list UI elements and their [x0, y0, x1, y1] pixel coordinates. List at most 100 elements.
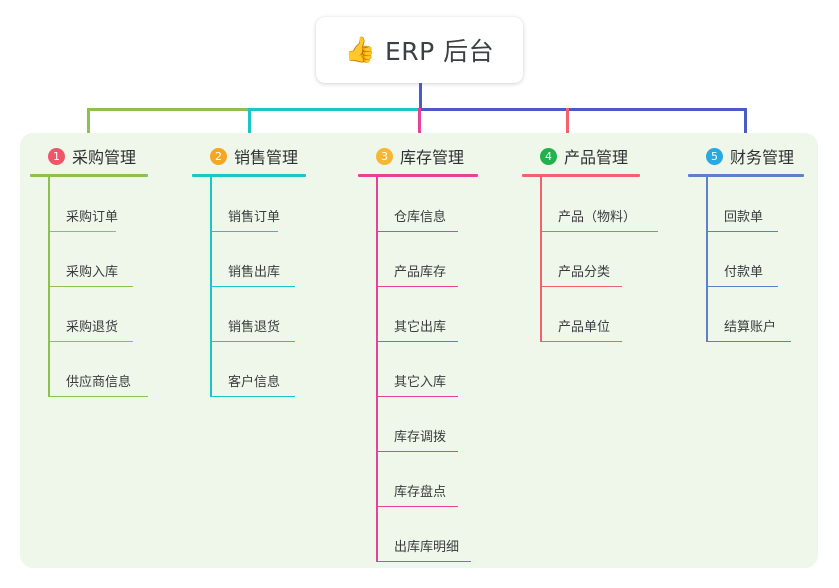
list-item-rule: [376, 450, 458, 452]
column-header-rule-1: [30, 174, 148, 177]
list-item[interactable]: 仓库信息: [358, 177, 478, 232]
list-item-label: 产品库存: [394, 265, 447, 280]
column-header-3[interactable]: 3 库存管理: [358, 143, 478, 169]
connector-stem-2: [248, 108, 251, 142]
connector-stem-5: [744, 108, 747, 142]
column-5: 5 财务管理回款单付款单结算账户: [688, 143, 804, 342]
list-item[interactable]: 销售出库: [192, 232, 306, 287]
list-item-rule: [376, 505, 458, 507]
list-item-label: 产品单位: [558, 320, 611, 335]
connector-trunk-vertical: [419, 83, 422, 111]
list-item[interactable]: 产品库存: [358, 232, 478, 287]
root-node-title: ERP 后台: [384, 37, 495, 66]
list-item[interactable]: 回款单: [688, 177, 804, 232]
content-panel: [20, 133, 818, 568]
list-item-label: 付款单: [724, 265, 764, 280]
column-spine-5: [706, 177, 708, 342]
list-item[interactable]: 采购订单: [30, 177, 148, 232]
list-item[interactable]: 销售退货: [192, 287, 306, 342]
list-item-rule: [376, 230, 458, 232]
list-item[interactable]: 付款单: [688, 232, 804, 287]
column-title-5: 财务管理: [730, 148, 795, 167]
list-item-rule: [376, 285, 458, 287]
list-item-label: 产品（物料）: [558, 210, 637, 225]
list-item[interactable]: 客户信息: [192, 342, 306, 397]
column-items-1: 采购订单采购入库采购退货供应商信息: [30, 177, 148, 397]
column-header-1[interactable]: 1 采购管理: [30, 143, 148, 169]
column-header-rule-5: [688, 174, 804, 177]
list-item-rule: [210, 285, 295, 287]
list-item-rule: [48, 285, 133, 287]
column-badge-icon-1: 1: [48, 147, 65, 165]
column-items-5: 回款单付款单结算账户: [688, 177, 804, 342]
thumbs-up-emoji: 👍: [344, 35, 376, 64]
connector-stem-1: [87, 108, 90, 142]
list-item-label: 仓库信息: [394, 210, 447, 225]
list-item-rule: [540, 230, 658, 232]
column-title-2: 销售管理: [234, 148, 299, 167]
list-item-rule: [48, 340, 133, 342]
list-item-rule: [706, 230, 778, 232]
list-item-rule: [706, 340, 791, 342]
list-item-rule: [706, 285, 778, 287]
column-header-5[interactable]: 5 财务管理: [688, 143, 804, 169]
list-item[interactable]: 结算账户: [688, 287, 804, 342]
column-title-3: 库存管理: [400, 148, 465, 167]
list-item-label: 销售出库: [228, 265, 281, 280]
list-item-rule: [376, 395, 458, 397]
list-item[interactable]: 产品分类: [522, 232, 640, 287]
list-item-label: 产品分类: [558, 265, 611, 280]
column-spine-2: [210, 177, 212, 397]
list-item-label: 其它入库: [394, 375, 447, 390]
list-item-rule: [210, 340, 295, 342]
list-item-label: 库存调拨: [394, 430, 447, 445]
list-item[interactable]: 其它入库: [358, 342, 478, 397]
list-item-label: 供应商信息: [66, 375, 132, 390]
list-item-rule: [210, 230, 278, 232]
list-item-rule: [210, 395, 295, 397]
column-items-3: 仓库信息产品库存其它出库其它入库库存调拨库存盘点出库库明细: [358, 177, 478, 562]
list-item-label: 其它出库: [394, 320, 447, 335]
list-item-label: 结算账户: [724, 320, 777, 335]
column-title-4: 产品管理: [564, 148, 629, 167]
list-item[interactable]: 采购退货: [30, 287, 148, 342]
list-item-label: 采购订单: [66, 210, 119, 225]
column-items-4: 产品（物料） 产品分类产品单位: [522, 177, 658, 342]
list-item-rule: [48, 230, 116, 232]
list-item-label: 回款单: [724, 210, 764, 225]
list-item[interactable]: 产品（物料）: [522, 177, 658, 232]
list-item-label: 采购入库: [66, 265, 119, 280]
list-item[interactable]: 采购入库: [30, 232, 148, 287]
list-item[interactable]: 出库库明细: [358, 507, 478, 562]
column-title-1: 采购管理: [72, 148, 137, 167]
list-item[interactable]: 库存调拨: [358, 397, 478, 452]
column-spine-4: [540, 177, 542, 342]
column-items-2: 销售订单销售出库销售退货客户信息: [192, 177, 306, 397]
column-spine-3: [376, 177, 378, 562]
list-item-label: 客户信息: [228, 375, 281, 390]
root-node-card[interactable]: 👍 ERP 后台: [316, 17, 523, 83]
list-item-label: 库存盘点: [394, 485, 447, 500]
column-header-rule-3: [358, 174, 478, 177]
connector-bus-green: [87, 108, 250, 111]
connector-bus-blue: [419, 108, 747, 111]
list-item-rule: [376, 560, 471, 562]
list-item-rule: [376, 340, 458, 342]
column-badge-icon-3: 3: [376, 147, 393, 165]
column-3: 3 库存管理仓库信息产品库存其它出库其它入库库存调拨库存盘点出库库明细: [358, 143, 478, 562]
list-item-label: 出库库明细: [394, 540, 460, 555]
list-item[interactable]: 库存盘点: [358, 452, 478, 507]
connector-stem-3: [418, 108, 421, 142]
list-item-rule: [48, 395, 148, 397]
column-badge-icon-5: 5: [706, 147, 723, 165]
list-item-rule: [540, 285, 622, 287]
list-item[interactable]: 供应商信息: [30, 342, 148, 397]
list-item[interactable]: 其它出库: [358, 287, 478, 342]
column-header-rule-4: [522, 174, 640, 177]
list-item[interactable]: 产品单位: [522, 287, 640, 342]
list-item[interactable]: 销售订单: [192, 177, 306, 232]
